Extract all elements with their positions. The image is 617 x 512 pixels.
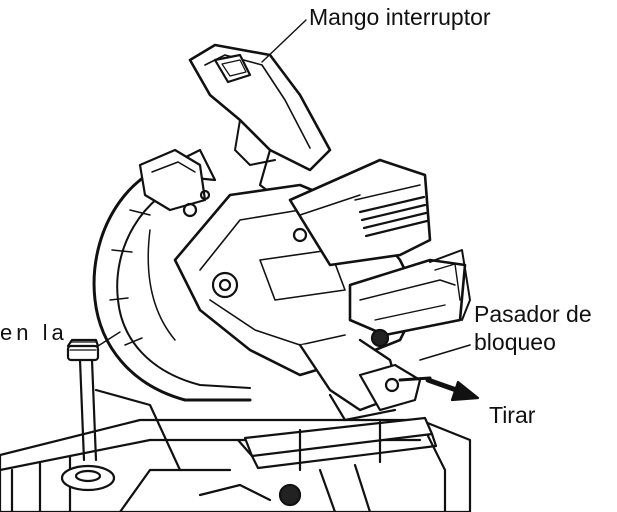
lock-pin-label-line2: bloqueo: [474, 329, 556, 355]
cropped-caption-fragment: en la: [0, 320, 68, 345]
blade-guard: [92, 148, 252, 402]
switch-handle-label: Mango interruptor: [309, 4, 491, 30]
lock-pin-label-line1: Pasador de: [474, 301, 592, 327]
motor-fins: [288, 158, 432, 267]
bottom-knobs: [198, 463, 372, 512]
lock-pin-assembly: [358, 344, 471, 412]
fence-rail: [236, 416, 438, 472]
support-post: [66, 338, 182, 472]
leader-lines: [97, 19, 307, 347]
pull-label: Tirar: [489, 402, 536, 428]
battery-box: [348, 249, 471, 337]
switch-handle: [188, 43, 332, 202]
motor-housing: [138, 148, 211, 218]
pull-direction-arrow: [425, 377, 480, 402]
